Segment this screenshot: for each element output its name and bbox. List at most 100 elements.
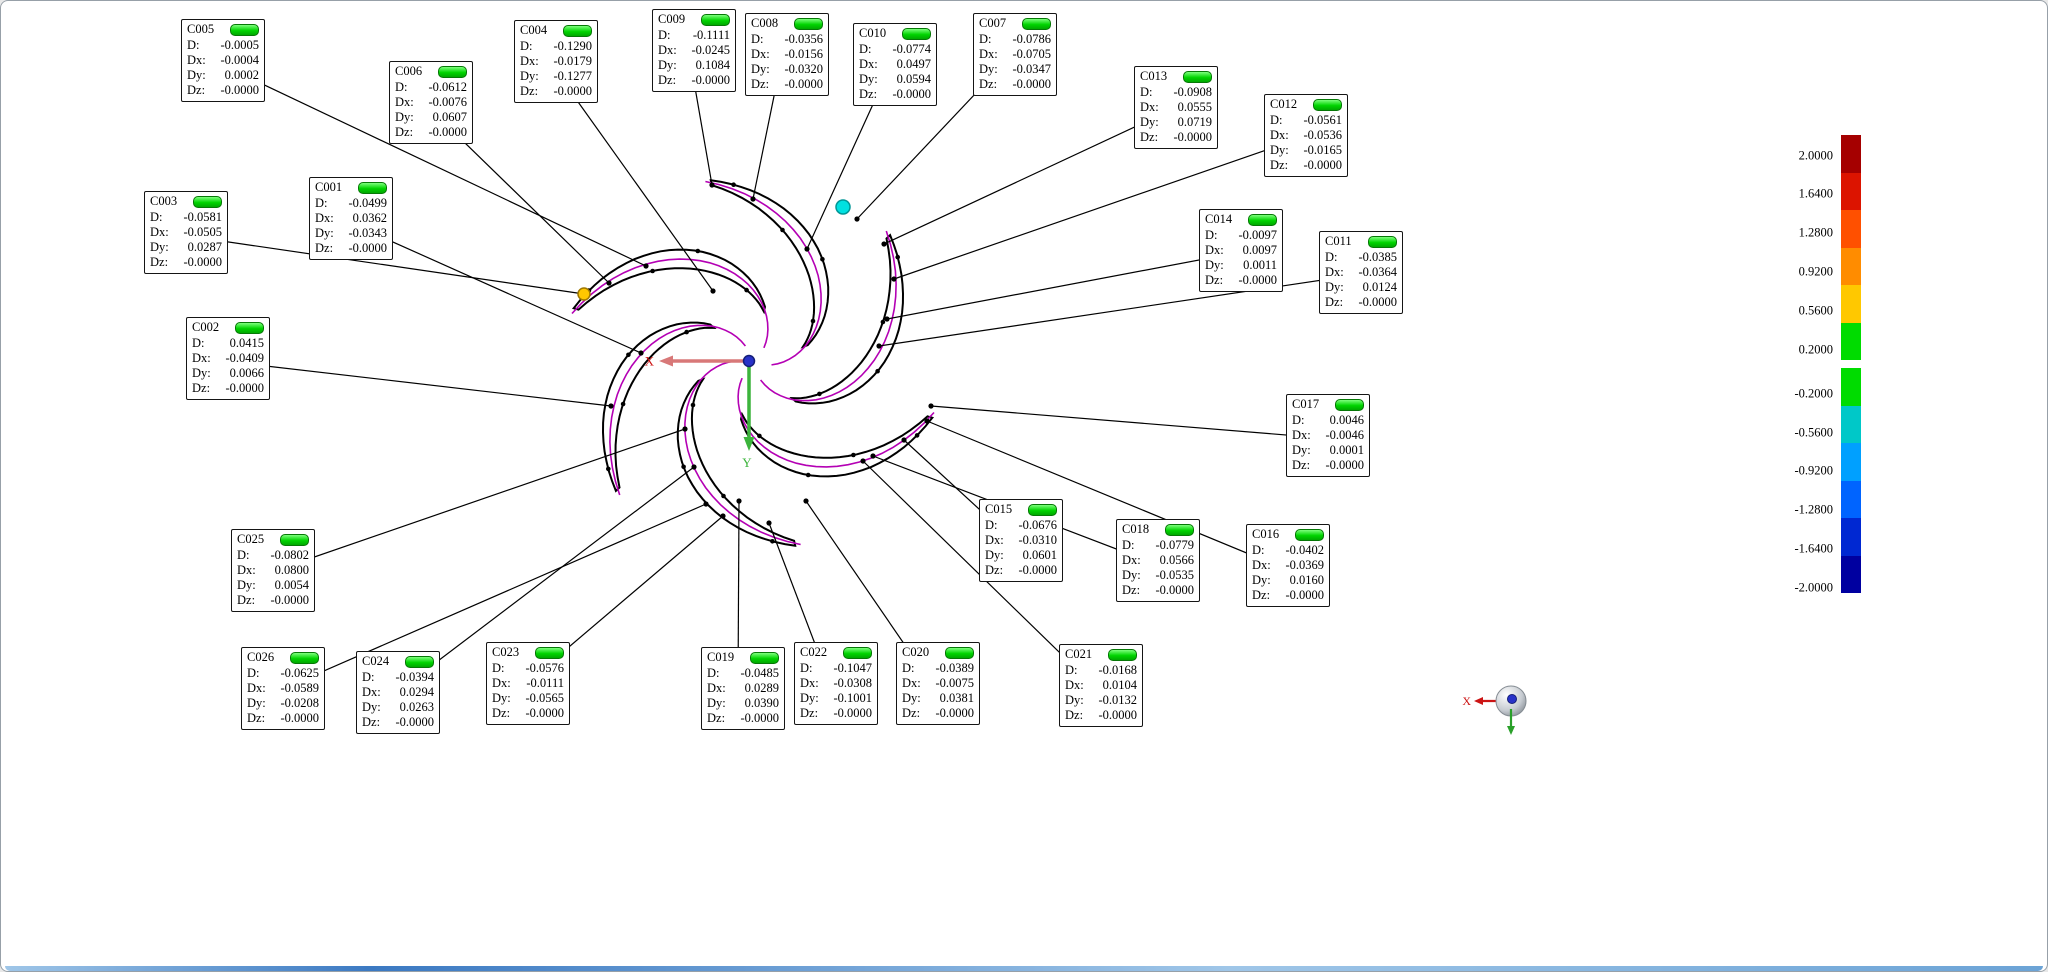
deviation-row: Dz:-0.0000: [707, 711, 779, 726]
measurement-point-c010[interactable]: [804, 246, 810, 252]
measurement-point-c025[interactable]: [682, 426, 688, 432]
deviation-value: 0.0800: [274, 563, 309, 577]
status-pass-indicator: [1028, 503, 1057, 516]
callout-id: C015: [985, 502, 1013, 516]
leader-line-c016: [926, 420, 1284, 569]
deviation-axis-label: Dx:: [1205, 243, 1224, 257]
scan-point: [875, 368, 880, 374]
highlight-point-cyan[interactable]: [835, 199, 851, 215]
deviation-axis-label: Dy:: [985, 548, 1004, 562]
highlight-point-yellow[interactable]: [577, 287, 591, 301]
deviation-row: Dy:0.0124: [1325, 280, 1397, 295]
measurement-point-c009[interactable]: [709, 182, 715, 188]
scan-point: [780, 227, 785, 233]
measurement-point-c020[interactable]: [803, 498, 809, 504]
measurement-point-c018[interactable]: [870, 453, 876, 459]
deviation-value: -0.0343: [348, 226, 387, 240]
measurement-point-c002[interactable]: [608, 403, 614, 409]
callout-id: C004: [520, 23, 548, 37]
deviation-value: 0.0287: [187, 240, 222, 254]
deviation-value: -0.0310: [1018, 533, 1057, 547]
measurement-point-c001[interactable]: [638, 350, 644, 356]
measurement-point-c022[interactable]: [766, 520, 772, 526]
measurement-point-c024[interactable]: [691, 464, 697, 470]
deviation-value: -0.0320: [784, 62, 823, 76]
measurement-point-c017[interactable]: [928, 403, 934, 409]
leader-line-c025: [267, 428, 686, 574]
deviation-row: Dx:-0.0310: [985, 533, 1057, 548]
measurement-point-c026[interactable]: [703, 501, 709, 507]
measurement-point-c008[interactable]: [750, 196, 756, 202]
deviation-row: Dx:0.0289: [707, 681, 779, 696]
status-pass-indicator: [1335, 398, 1364, 411]
measurement-point-c013[interactable]: [881, 241, 887, 247]
deviation-axis-label: Dx:: [1065, 678, 1084, 692]
measurement-point-c019[interactable]: [736, 498, 742, 504]
measurement-point-c021[interactable]: [860, 458, 866, 464]
deviation-value: -0.0111: [526, 676, 564, 690]
deviation-row: Dz:-0.0000: [237, 593, 309, 608]
callout-header: C026: [247, 650, 319, 665]
impeller-model[interactable]: [571, 179, 935, 547]
measurement-point-c014[interactable]: [884, 316, 890, 322]
measurement-point-c004[interactable]: [710, 288, 716, 294]
measurement-point-c007[interactable]: [854, 216, 860, 222]
navigation-triad[interactable]: X: [1462, 685, 1527, 735]
color-scale-label: -0.2000: [1794, 386, 1833, 401]
measurement-point-c015[interactable]: [901, 437, 907, 443]
deviation-value: -0.0165: [1303, 143, 1342, 157]
deviation-row: D:-0.0581: [150, 210, 222, 225]
callout-id: C018: [1122, 522, 1150, 536]
measurement-point-c011[interactable]: [876, 343, 882, 349]
deviation-axis-label: Dx:: [1122, 553, 1141, 567]
measurement-point-c005[interactable]: [643, 263, 649, 269]
scan-point: [731, 182, 736, 187]
callout-header: C004: [520, 23, 592, 38]
deviation-row: Dx:-0.0536: [1270, 128, 1342, 143]
callout-header: C007: [979, 16, 1051, 31]
deviation-row: D:-0.0394: [362, 670, 434, 685]
deviation-axis-label: Dy:: [362, 700, 381, 714]
deviation-axis-label: D:: [520, 39, 533, 53]
deviation-axis-label: Dx:: [192, 351, 211, 365]
deviation-row: Dz:-0.0000: [247, 711, 319, 726]
deviation-axis-label: D:: [1252, 543, 1265, 557]
measurement-point-c016[interactable]: [924, 418, 930, 424]
measurement-point-c012[interactable]: [891, 276, 897, 282]
deviation-row: D:-0.0385: [1325, 250, 1397, 265]
nav-y-arrowhead: [1507, 726, 1515, 735]
deviation-axis-label: Dz:: [395, 125, 414, 139]
measurement-point-c023[interactable]: [720, 513, 726, 519]
measurement-point-c006[interactable]: [606, 280, 612, 286]
